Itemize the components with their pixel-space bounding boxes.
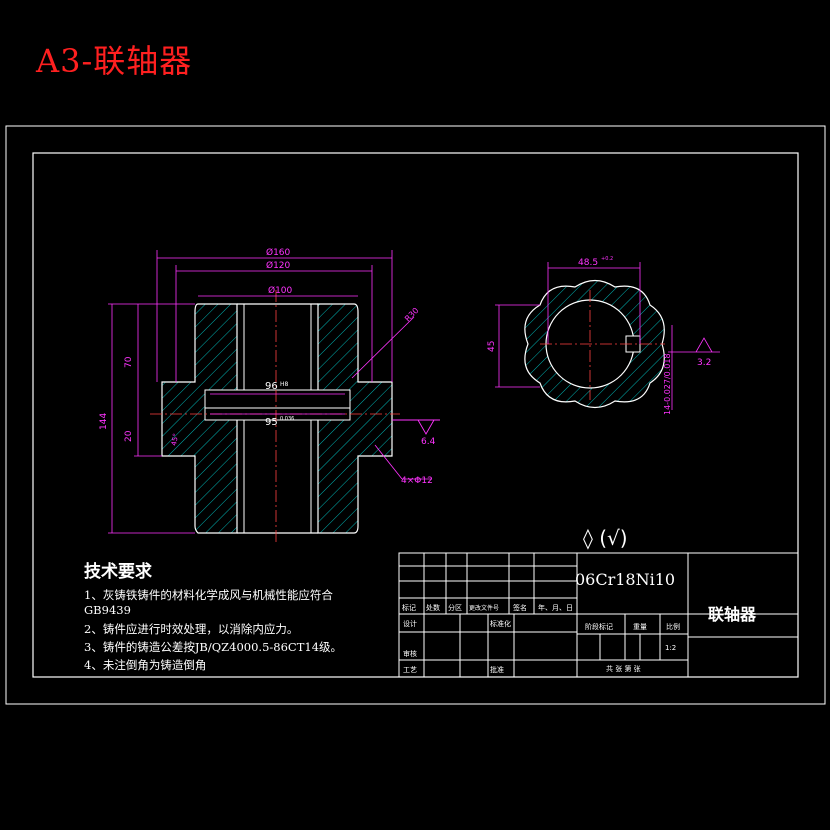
- dim-width48-tol: +0.2: [601, 256, 613, 262]
- tb-standard: 标准化: [490, 619, 511, 628]
- tb-h-mark: 标记: [402, 603, 416, 612]
- tech-req-heading: 技术要求: [84, 562, 152, 582]
- tb-stage: 阶段标记: [585, 622, 613, 631]
- tb-h-doc: 更改文件号: [469, 604, 499, 612]
- dim-d100: Ø100: [268, 285, 293, 296]
- roughness-other-icon: ◊ (√): [583, 526, 628, 550]
- tb-h-date: 年、月、日: [538, 603, 573, 612]
- dim-angle: 45°: [170, 433, 180, 447]
- dim-holes: 4×Φ12: [401, 476, 433, 486]
- dim-d96-tol: H8: [280, 381, 289, 388]
- roughness-left-value: 6.4: [421, 437, 436, 447]
- tb-material: 06Cr18Ni10: [575, 570, 675, 589]
- title-block-grid: [398, 552, 799, 678]
- section-view: [150, 290, 400, 545]
- dim-d160: Ø160: [266, 247, 291, 258]
- tech-req-line-5: 4、未注倒角为铸造倒角: [84, 658, 207, 672]
- roughness-right-value: 3.2: [697, 358, 711, 368]
- tb-weight: 重量: [633, 623, 647, 631]
- tb-check: 审核: [403, 649, 417, 658]
- section-dimensions: [108, 250, 432, 534]
- tb-h-count: 处数: [426, 603, 440, 612]
- section-hatch-right: [317, 303, 393, 534]
- outer-frame: [5, 125, 826, 705]
- dim-d95: 95: [265, 417, 278, 428]
- dim-r30: R30: [403, 306, 421, 324]
- tb-part-name: 联轴器: [708, 605, 757, 624]
- dim-d96: 96: [265, 381, 278, 392]
- tech-req-line-3: 2、铸件应进行时效处理，以消除内应力。: [84, 622, 299, 636]
- tech-req-line-1: 1、灰铸铁铸件的材料化学成风与机械性能应符合: [84, 588, 333, 602]
- roughness-left: [392, 419, 440, 435]
- tb-h-zone: 分区: [448, 603, 462, 612]
- tb-scale-value: 1:2: [665, 644, 676, 652]
- dim-width48: 48.5: [578, 258, 598, 268]
- dim-len144: 144: [99, 413, 109, 430]
- dim-d95-tol: 0.036: [280, 416, 294, 422]
- tb-sheets: 共 张 第 张: [606, 664, 641, 673]
- tech-req-line-2: GB9439: [84, 603, 131, 617]
- tech-req-line-4: 3、铸件的铸造公差按JB/QZ4000.5-86CT14级。: [84, 640, 343, 654]
- section-hatch-left: [161, 303, 238, 534]
- sheet-title: A3-联轴器: [36, 42, 193, 80]
- tb-process: 工艺: [403, 666, 417, 674]
- end-dimensions: [495, 262, 720, 410]
- end-view: [524, 279, 665, 409]
- dim-d120: Ø120: [266, 260, 291, 271]
- dim-len20: 20: [124, 430, 134, 442]
- tb-h-sign: 签名: [513, 603, 527, 612]
- tb-scale: 比例: [666, 622, 680, 631]
- dim-keyway: 14-0.027/0.018: [663, 353, 672, 415]
- tb-approve: 批准: [490, 665, 504, 674]
- tb-design: 设计: [403, 619, 417, 628]
- dim-len70: 70: [124, 356, 134, 368]
- dim-height45: 45: [487, 341, 497, 352]
